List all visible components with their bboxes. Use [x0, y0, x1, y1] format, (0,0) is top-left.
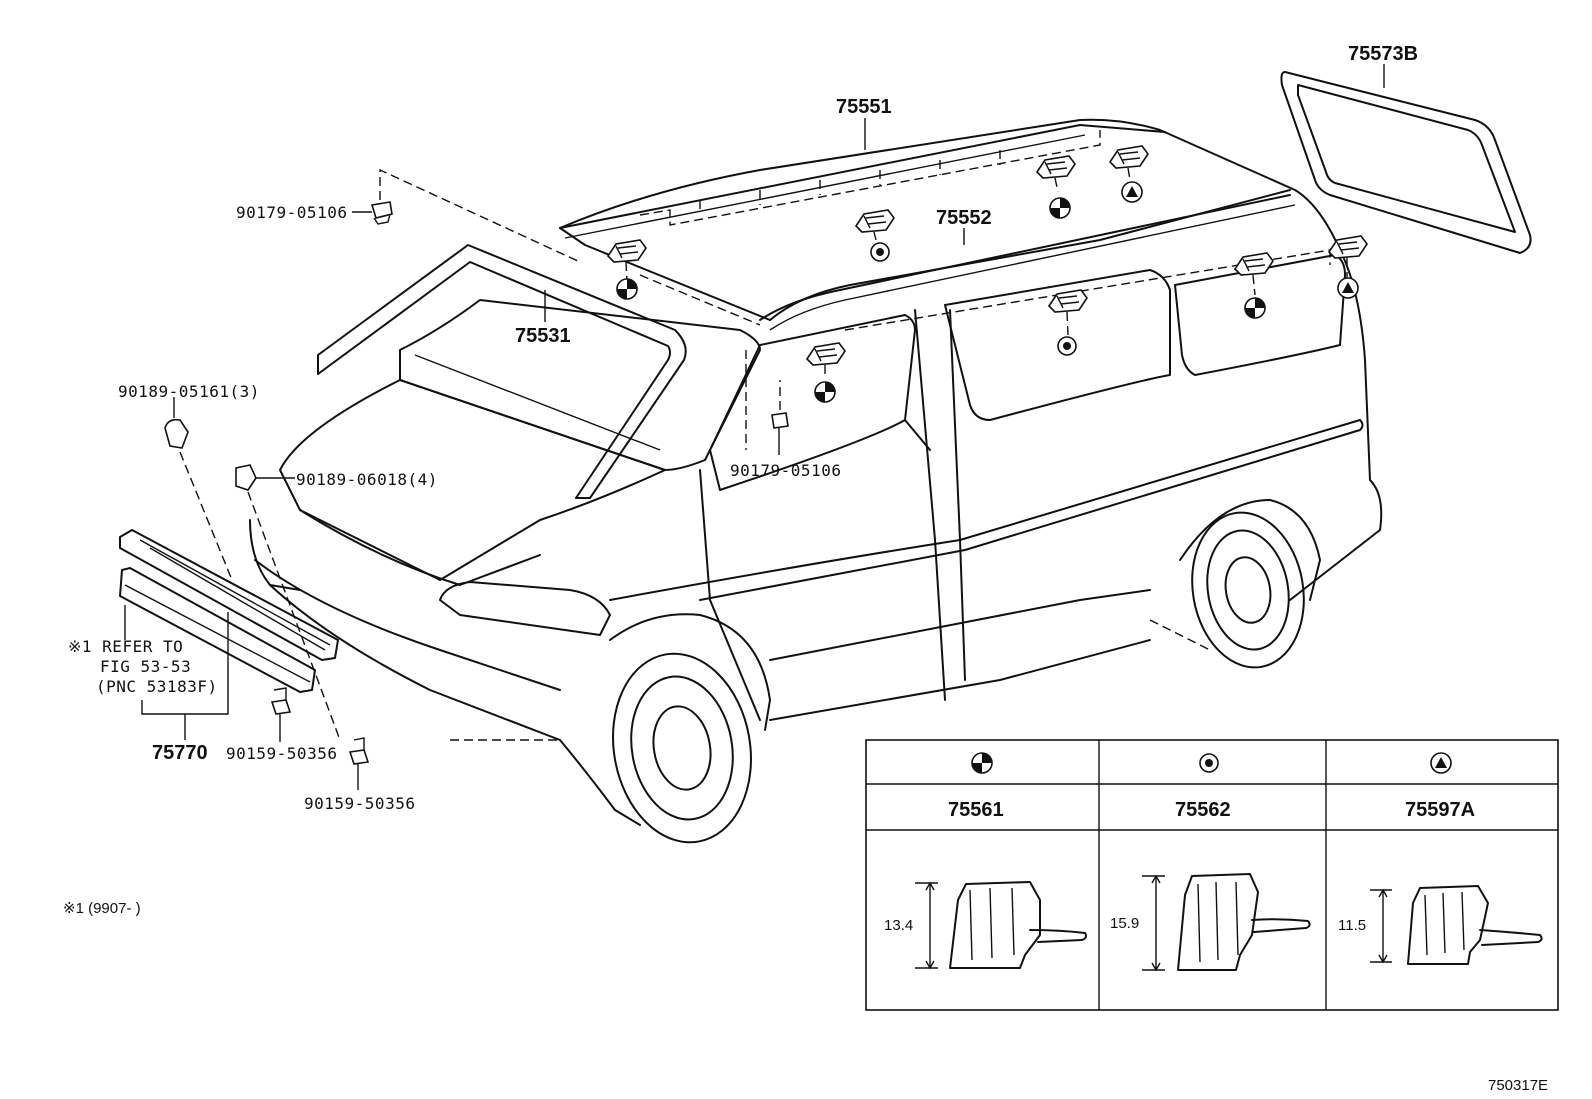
label-75552: 75552 — [936, 207, 992, 229]
legend-part-75597a: 75597A — [1405, 799, 1475, 821]
label-90189-06018: 90189-06018(4) — [296, 470, 438, 489]
roof-clip[interactable] — [1109, 145, 1149, 169]
label-90189-05161: 90189-05161(3) — [118, 382, 260, 401]
van-body — [249, 118, 1383, 844]
label-75531: 75531 — [515, 325, 571, 347]
triangle-circle-icon — [1121, 181, 1143, 203]
dot-circle-icon — [870, 242, 890, 262]
dimension-11-5: 11.5 — [1338, 917, 1366, 934]
dot-circle-icon — [1057, 336, 1077, 356]
label-75551: 75551 — [836, 96, 892, 118]
refer-note-line3: (PNC 53183F) — [96, 677, 218, 696]
roof-clip[interactable] — [1036, 155, 1076, 179]
label-75770: 75770 — [152, 742, 208, 764]
half-filled-circle-icon — [1049, 197, 1071, 219]
half-filled-circle-icon — [971, 752, 993, 774]
dimension-13-4: 13.4 — [884, 917, 913, 934]
dimension-15-9: 15.9 — [1110, 915, 1139, 932]
bolt-right-part[interactable] — [348, 737, 370, 790]
label-75573b: 75573B — [1348, 43, 1418, 65]
refer-note-line2: FIG 53-53 — [100, 657, 191, 676]
diagram-code: 750317E — [1488, 1077, 1548, 1094]
label-90159-50356-right: 90159-50356 — [304, 794, 415, 813]
half-filled-circle-icon — [814, 381, 836, 403]
triangle-circle-icon — [1430, 752, 1452, 774]
windshield-molding[interactable] — [317, 244, 687, 499]
triangle-circle-icon — [1337, 277, 1359, 299]
legend-part-75561: 75561 — [948, 799, 1004, 821]
clip-upper-part[interactable] — [370, 201, 393, 225]
roof-clip[interactable] — [1048, 289, 1088, 313]
legend-table: 75561 75562 75597A 13.4 15.9 — [865, 739, 1559, 1011]
footnote: ※1 (9907- ) — [63, 900, 141, 917]
half-filled-circle-icon — [616, 278, 638, 300]
grille-molding-part[interactable] — [119, 529, 339, 740]
label-90179-05106-upper: 90179-05106 — [236, 203, 347, 222]
clip-75562-drawing — [1142, 873, 1311, 972]
legend-part-75562: 75562 — [1175, 799, 1231, 821]
roof-molding-right[interactable] — [759, 194, 1296, 331]
roof-molding-left[interactable] — [559, 124, 1166, 239]
roof-clip[interactable] — [855, 209, 895, 233]
label-90159-50356-left: 90159-50356 — [226, 744, 337, 763]
bolt-left-part[interactable] — [270, 687, 292, 742]
roof-clip[interactable] — [806, 342, 846, 366]
roof-clip[interactable] — [607, 239, 647, 263]
dot-circle-icon — [1199, 753, 1219, 773]
refer-note-line1: ※1 REFER TO — [68, 637, 183, 656]
grille-screw-part[interactable] — [164, 397, 233, 581]
roof-clip[interactable] — [1234, 252, 1274, 276]
half-filled-circle-icon — [1244, 297, 1266, 319]
rear-glass-weatherstrip[interactable] — [1280, 71, 1532, 254]
label-90179-05106-pillar: 90179-05106 — [730, 461, 841, 480]
clip-75597a-drawing — [1370, 885, 1543, 965]
clip-pillar-part[interactable] — [745, 350, 789, 455]
clip-75561-drawing — [915, 881, 1087, 970]
